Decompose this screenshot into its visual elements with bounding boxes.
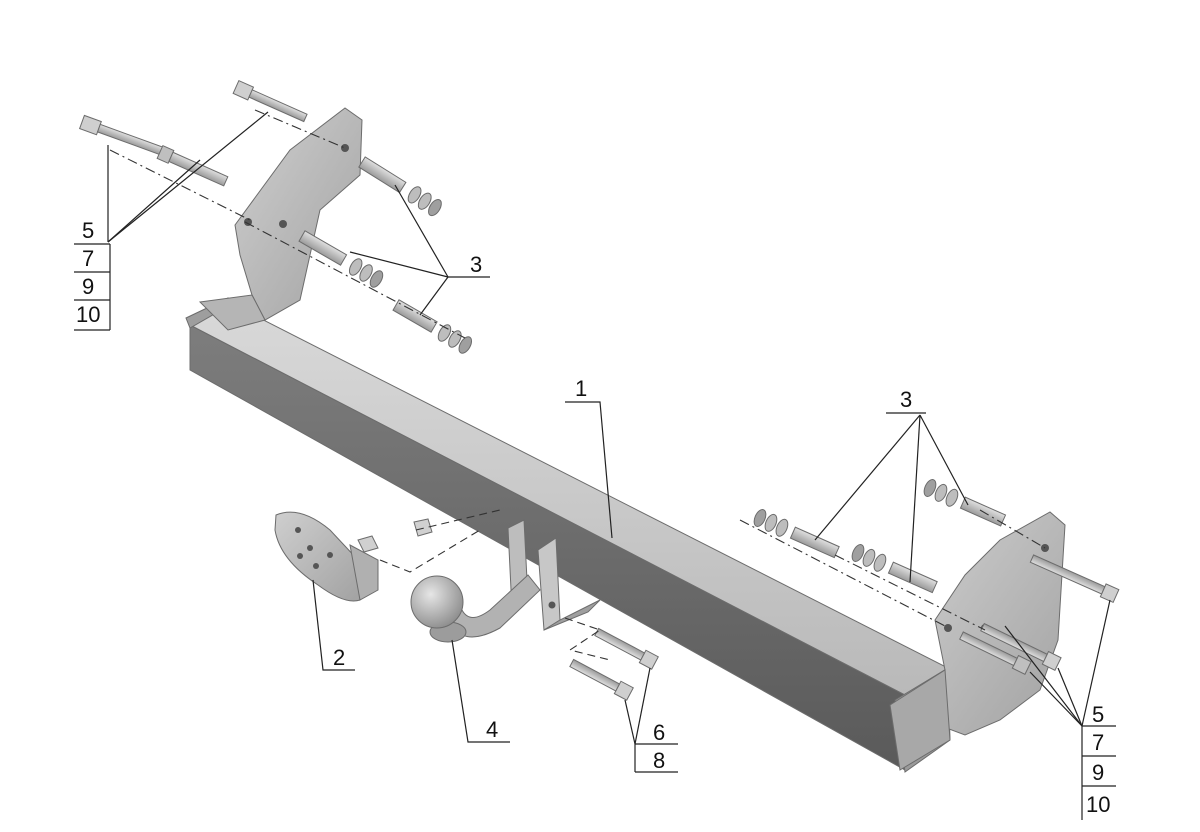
callout-center-8: 8: [653, 748, 665, 773]
callout-left-5: 5: [82, 218, 94, 243]
spacer-sleeves-left: [298, 156, 473, 354]
callout-right-5: 5: [1092, 702, 1104, 727]
callout-1: 1: [575, 376, 587, 401]
callout-left-9: 9: [82, 274, 94, 299]
right-mounting-bracket: [889, 511, 1066, 771]
callout-right-9: 9: [1092, 760, 1104, 785]
tow-ball: [410, 574, 541, 643]
callout-left-10: 10: [76, 302, 100, 327]
callout-right-7: 7: [1092, 730, 1104, 755]
assembly-axis-lines: [109, 109, 1046, 661]
callout-right-10: 10: [1086, 792, 1110, 817]
socket-mounting-plate: [274, 511, 433, 602]
bolts-center: [569, 627, 659, 701]
callout-stack-left: 5 7 9 10: [74, 218, 111, 331]
callout-2: 2: [333, 645, 345, 670]
callout-3-left: 3: [470, 252, 482, 277]
callout-3-right: 3: [900, 387, 912, 412]
leader-lines: [107, 111, 1111, 745]
callout-4: 4: [486, 717, 498, 742]
left-mounting-bracket: [198, 107, 363, 331]
callout-left-7: 7: [82, 246, 94, 271]
callout-center-6: 6: [653, 720, 665, 745]
bolts-right: [959, 554, 1120, 675]
callout-stack-center: 6 8: [634, 720, 678, 773]
callout-stack-right: 5 7 9 10: [1081, 702, 1116, 820]
